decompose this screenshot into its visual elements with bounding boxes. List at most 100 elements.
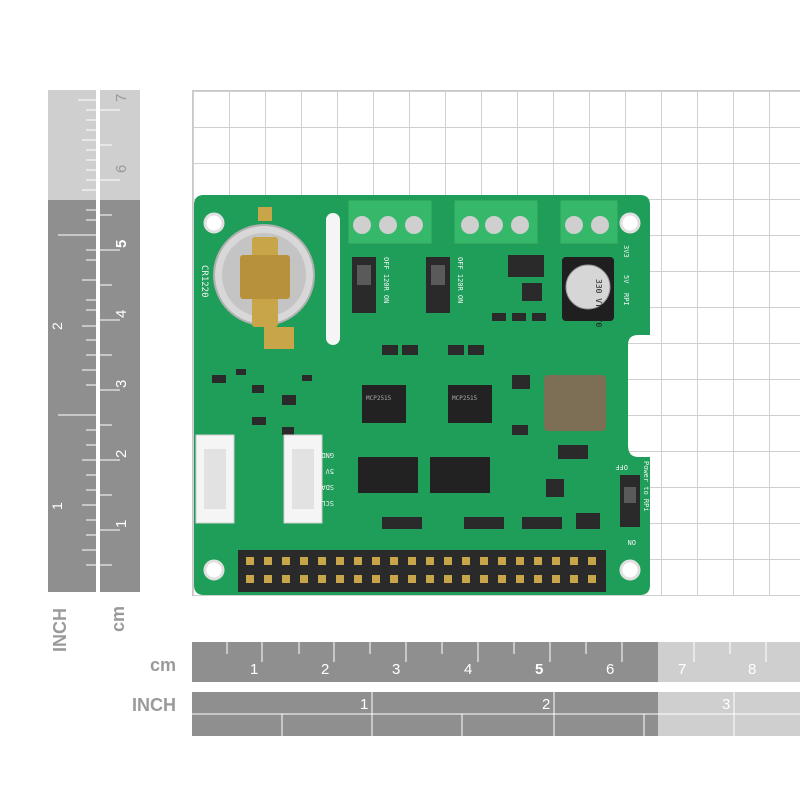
grove-connector-1 — [195, 434, 235, 524]
hcm-label-6: 6 — [606, 661, 614, 678]
hcm-label-2: 2 — [321, 661, 329, 678]
header-pin — [426, 557, 434, 565]
header-pin — [318, 557, 326, 565]
horizontal-inch-ruler: 1 2 3 — [192, 692, 800, 736]
header-pin — [480, 575, 488, 583]
hcm-label-4: 4 — [464, 661, 472, 678]
header-pin — [264, 557, 272, 565]
can-controller-chips — [358, 385, 492, 493]
header-pin — [462, 557, 470, 565]
vertical-cm-ruler: 7 6 5 4 3 2 1 — [100, 90, 140, 592]
terminal-block-mid — [453, 199, 539, 245]
header-pin — [246, 557, 254, 565]
volt-label-rpi: RPI — [622, 293, 630, 306]
header-pin — [336, 575, 344, 583]
gpio-header-pins — [246, 557, 596, 583]
header-pin — [426, 575, 434, 583]
header-pin — [588, 557, 596, 565]
vinch-label-1: 1 — [49, 502, 65, 510]
switch-mid-label: OFF 120R ON — [456, 257, 464, 303]
vcm-label-6: 6 — [113, 165, 130, 173]
header-pin — [354, 575, 362, 583]
header-pin — [588, 575, 596, 583]
horizontal-inch-unit-label: INCH — [132, 695, 176, 715]
hcm-label-8: 8 — [748, 661, 756, 678]
smd-components — [212, 255, 600, 529]
battery-label: CR1220 — [199, 265, 209, 298]
header-pin — [498, 575, 506, 583]
vcm-label-4: 4 — [113, 310, 130, 318]
vcm-label-1: 1 — [113, 520, 130, 528]
header-pin — [372, 575, 380, 583]
header-pin — [300, 575, 308, 583]
grove-connector-2 — [283, 434, 323, 524]
chip-text-2: MCP2515 — [452, 395, 478, 402]
vertical-inch-unit-label: INCH — [50, 608, 70, 652]
header-pin — [570, 575, 578, 583]
header-pin — [264, 575, 272, 583]
header-pin — [408, 557, 416, 565]
grove-label-gnd: GND — [321, 451, 334, 459]
hcm-label-1: 1 — [250, 661, 258, 678]
electrolytic-capacitor — [562, 257, 614, 321]
header-pin — [462, 575, 470, 583]
hinch-label-3: 3 — [722, 696, 730, 713]
header-pin — [444, 557, 452, 565]
header-pin — [372, 557, 380, 565]
hinch-label-1: 1 — [360, 696, 368, 713]
vcm-label-3: 3 — [113, 380, 130, 388]
hcm-label-7: 7 — [678, 661, 686, 678]
header-pin — [570, 557, 578, 565]
header-pin — [318, 575, 326, 583]
header-pin — [552, 557, 560, 565]
vcm-label-5: 5 — [113, 240, 130, 248]
can-hat-board: CR1220 OFF 120R ON OFF 120R ON 330 VT J7… — [194, 195, 650, 595]
hinch-label-2: 2 — [542, 696, 550, 713]
horizontal-cm-ruler: 1 2 3 4 5 6 7 8 — [192, 642, 800, 682]
grove-label-scl: SCL — [321, 499, 334, 507]
cap-text: 330 VT J70 — [594, 279, 603, 327]
vcm-label-7: 7 — [113, 94, 130, 102]
header-pin — [534, 575, 542, 583]
header-pin — [516, 575, 524, 583]
header-pin — [480, 557, 488, 565]
header-pin — [282, 575, 290, 583]
header-pin — [534, 557, 542, 565]
volt-label-3v3: 3V3 — [622, 245, 630, 258]
grove-label-sda: SDA — [321, 483, 334, 491]
pcb-slot — [326, 213, 340, 345]
header-pin — [516, 557, 524, 565]
gpio-header — [238, 550, 606, 592]
power-switch-label: Power to RPi — [642, 461, 650, 512]
header-pin — [354, 557, 362, 565]
header-pin — [408, 575, 416, 583]
switch-left-label: OFF 120R ON — [382, 257, 390, 303]
terminal-block-right — [559, 199, 619, 245]
grove-label-5v: 5V — [325, 467, 334, 475]
inductor — [544, 375, 606, 431]
vinch-label-2: 2 — [49, 322, 65, 330]
power-switch — [620, 475, 640, 527]
horizontal-cm-unit-label: cm — [150, 655, 177, 675]
termination-switch-left — [352, 257, 376, 313]
vertical-cm-unit-label: cm — [108, 605, 128, 632]
header-pin — [444, 575, 452, 583]
vcm-label-2: 2 — [113, 450, 130, 458]
power-switch-off-label: OFF — [615, 463, 628, 471]
header-pin — [246, 575, 254, 583]
vertical-inch-ruler: 2 1 — [48, 90, 96, 592]
header-pin — [336, 557, 344, 565]
header-pin — [498, 557, 506, 565]
power-switch-on-label: ON — [628, 538, 636, 546]
header-pin — [300, 557, 308, 565]
coin-cell-holder — [213, 207, 315, 349]
header-pin — [282, 557, 290, 565]
header-pin — [390, 575, 398, 583]
terminal-block-left — [347, 199, 433, 245]
termination-switch-mid — [426, 257, 450, 313]
header-pin — [552, 575, 560, 583]
mounting-holes — [203, 212, 641, 581]
chip-text-1: MCP2515 — [366, 395, 392, 402]
volt-label-5v: 5V — [622, 275, 630, 284]
hcm-label-3: 3 — [392, 661, 400, 678]
